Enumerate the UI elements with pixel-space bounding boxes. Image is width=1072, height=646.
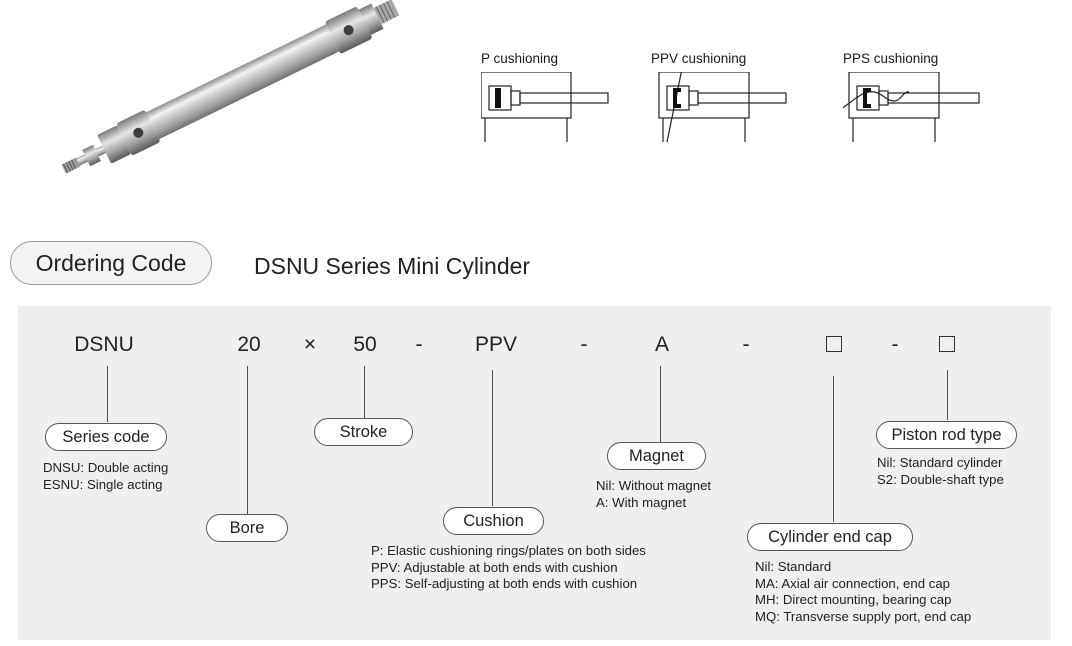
end-cap-leader-line [833, 376, 834, 522]
piston-rod-option: Nil: Standard cylinder [877, 455, 1003, 470]
cushion-option: PPV: Adjustable at both ends with cushio… [371, 559, 618, 575]
cushion-options: P: Elastic cushioning rings/plates on bo… [371, 543, 646, 593]
ppv-cushioning-label: PPV cushioning [651, 51, 747, 66]
magnet-options: Nil: Without magnet A: With magnet [596, 478, 711, 511]
end-cap-option: MA: Axial air connection, end cap [755, 575, 950, 591]
code-dash-1: - [415, 333, 423, 356]
code-dash-2: - [580, 333, 588, 356]
magnet-leader-line [660, 366, 661, 442]
stroke-leader-line [364, 366, 365, 418]
magnet-label: Magnet [607, 442, 706, 470]
code-dash-4: - [891, 333, 899, 356]
cylinder-product-photo [61, 0, 400, 174]
end-cap-option: MH: Direct mounting, bearing cap [755, 592, 952, 607]
series-code-options: DNSU: Double acting ESNU: Single acting [43, 460, 168, 493]
p-cushioning-label: P cushioning [481, 51, 559, 66]
code-series: DSNU [74, 333, 134, 356]
end-cap-options: Nil: Standard MA: Axial air connection, … [755, 559, 971, 625]
series-code-label: Series code [45, 423, 167, 451]
code-dash-3: - [742, 333, 750, 356]
pps-cushioning-label: PPS cushioning [843, 51, 939, 66]
p-cushioning-diagram: P cushioning [481, 46, 671, 156]
code-times-sign: × [303, 333, 317, 356]
magnet-option: Nil: Without magnet [596, 478, 712, 493]
code-bore: 20 [237, 333, 261, 356]
pps-cushioning-schematic [843, 72, 980, 142]
series-leader-line [107, 366, 108, 422]
bore-leader-line [247, 366, 248, 514]
stroke-label: Stroke [314, 418, 413, 446]
cushion-option: PPS: Self-adjusting at both ends with cu… [371, 576, 638, 591]
p-cushioning-schematic [481, 72, 609, 142]
code-piston-rod-placeholder-box [939, 336, 955, 352]
ppv-cushioning-diagram: PPV cushioning [651, 46, 841, 156]
code-cushion: PPV [474, 333, 518, 356]
piston-rod-leader-line [947, 370, 948, 420]
piston-rod-option: S2: Double-shaft type [877, 471, 1004, 487]
cushion-option: P: Elastic cushioning rings/plates on bo… [371, 543, 646, 558]
cushion-leader-line [492, 370, 493, 506]
code-end-cap-placeholder-box [826, 336, 842, 352]
ordering-code-panel [18, 306, 1051, 640]
cushion-label: Cushion [443, 507, 544, 535]
cylinder-end-cap-label: Cylinder end cap [747, 523, 913, 551]
end-cap-option: MQ: Transverse supply port, end cap [755, 608, 972, 624]
ordering-code-badge: Ordering Code [10, 241, 212, 285]
code-magnet: A [654, 333, 670, 356]
piston-rod-options: Nil: Standard cylinder S2: Double-shaft … [877, 455, 1004, 488]
end-cap-option: Nil: Standard [755, 559, 832, 574]
series-title: DSNU Series Mini Cylinder [254, 253, 531, 279]
ppv-cushioning-schematic [658, 72, 787, 143]
pps-cushioning-diagram: PPS cushioning [843, 46, 1033, 156]
series-code-option: ESNU: Single acting [43, 476, 163, 492]
bore-label: Bore [206, 514, 288, 542]
magnet-option: A: With magnet [596, 494, 687, 510]
code-stroke: 50 [353, 333, 377, 356]
series-code-option: DNSU: Double acting [43, 460, 169, 475]
piston-rod-type-label: Piston rod type [876, 421, 1017, 449]
